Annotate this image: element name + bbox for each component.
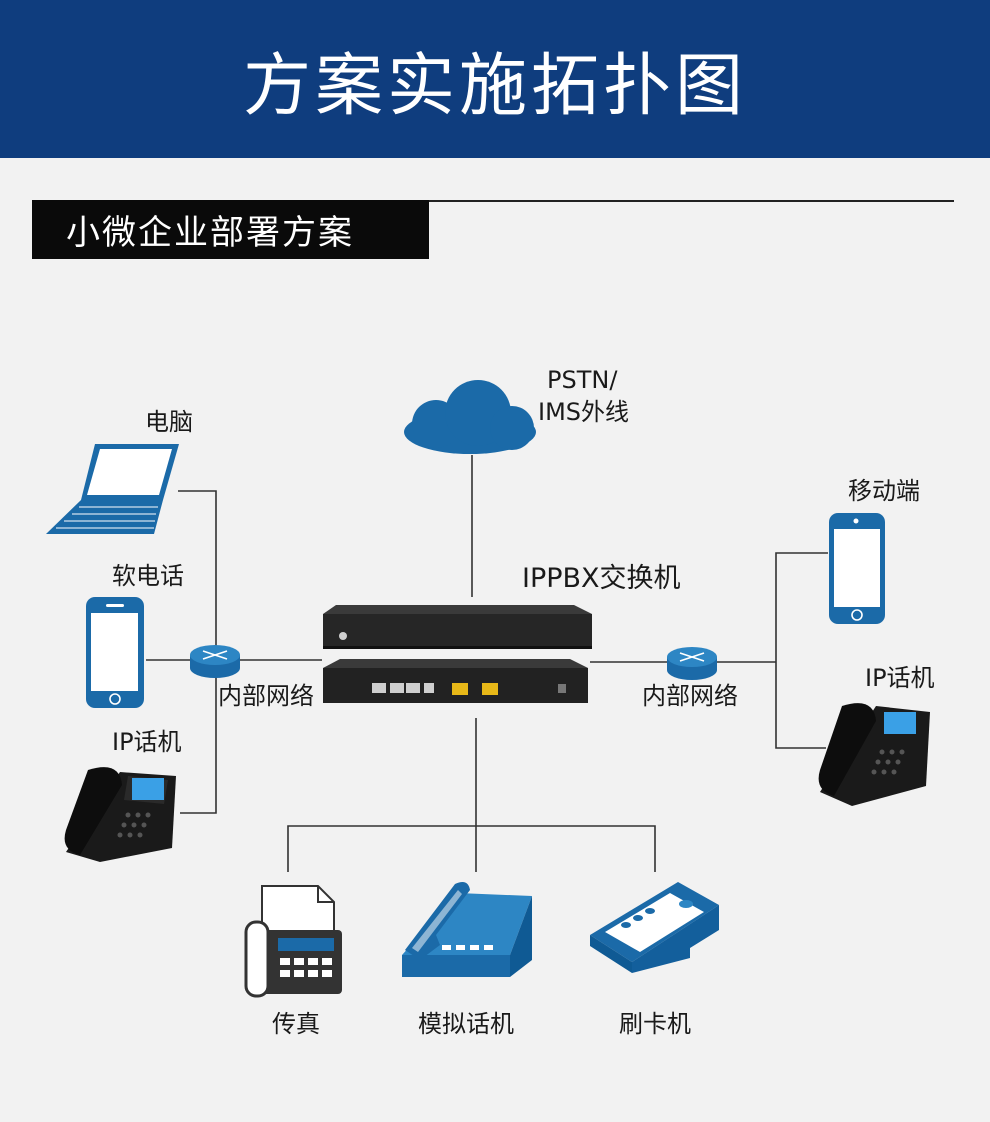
- mobile-icon: [829, 513, 885, 624]
- softphone-icon: [86, 597, 144, 708]
- ippbx-label: IPPBX交换机: [522, 563, 681, 594]
- right-ip-phone-label: IP话机: [865, 664, 935, 692]
- cloud-label-line2: IMS外线: [538, 398, 630, 426]
- right-ip-phone-icon: [818, 703, 930, 806]
- cloud-label-line1: PSTN/: [547, 366, 618, 394]
- computer-label: 电脑: [145, 408, 193, 436]
- right-router-icon: [667, 647, 717, 680]
- laptop-icon: [46, 444, 179, 534]
- cloud-icon: [404, 380, 536, 454]
- ippbx-top-unit: [323, 605, 592, 649]
- left-router-icon: [190, 645, 240, 678]
- right-network-label: 内部网络: [642, 682, 738, 710]
- card-machine-icon: [590, 882, 719, 973]
- softphone-label: 软电话: [112, 562, 184, 590]
- left-ip-phone-icon: [64, 767, 176, 862]
- header-banner: 方案实施拓扑图: [0, 0, 990, 158]
- analog-phone-icon: [402, 882, 532, 977]
- section-title: 小微企业部署方案: [66, 213, 354, 253]
- fax-label: 传真: [272, 1010, 320, 1038]
- section-divider: [429, 200, 954, 202]
- section-title-bar: 小微企业部署方案: [32, 200, 429, 259]
- analog-phone-label: 模拟话机: [418, 1010, 514, 1038]
- left-network-label: 内部网络: [218, 682, 314, 710]
- ippbx-bottom-unit: [323, 659, 588, 703]
- page-title: 方案实施拓扑图: [242, 46, 747, 126]
- card-machine-label: 刷卡机: [619, 1010, 691, 1038]
- fax-icon: [244, 885, 342, 998]
- left-ip-phone-label: IP话机: [112, 728, 182, 756]
- mobile-label: 移动端: [848, 477, 920, 505]
